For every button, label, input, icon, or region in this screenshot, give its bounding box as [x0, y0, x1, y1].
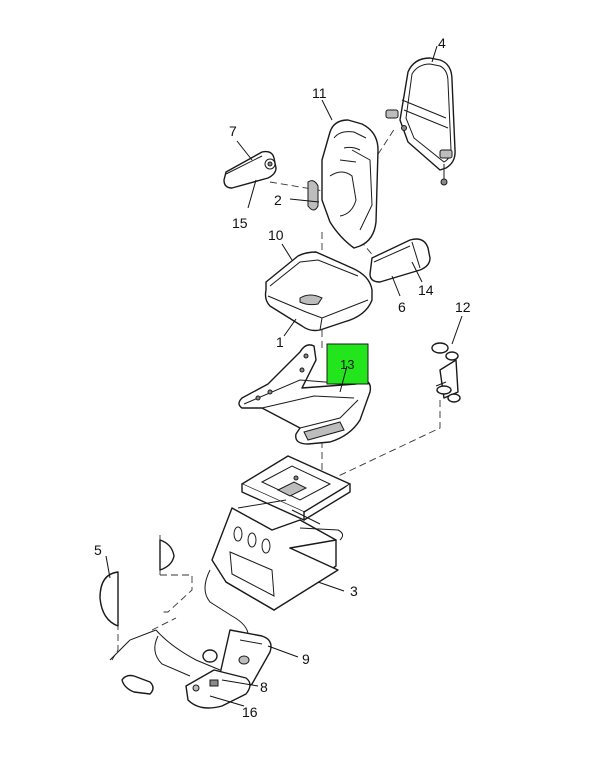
callout-6[interactable]: 6	[398, 299, 406, 315]
part-4-back-frame[interactable]	[385, 57, 456, 186]
part-7-left-armrest[interactable]	[223, 150, 277, 189]
part-11-seat-back[interactable]	[307, 119, 379, 249]
part-8-control-module[interactable]	[185, 669, 251, 709]
callout-14[interactable]: 14	[418, 282, 434, 298]
part-5-cover[interactable]	[99, 539, 175, 627]
callout-13-box[interactable]	[326, 343, 369, 385]
callout-8[interactable]: 8	[260, 679, 268, 695]
callout-7[interactable]: 7	[229, 123, 237, 139]
leader-lines	[105, 45, 463, 707]
callout-4[interactable]: 4	[438, 35, 446, 51]
callout-11[interactable]: 11	[312, 85, 327, 101]
part-12-shock-absorber[interactable]	[431, 342, 461, 403]
callout-12[interactable]: 12	[455, 299, 471, 315]
part-13-seat-pan-frame[interactable]	[238, 344, 372, 445]
callout-9[interactable]: 9	[302, 651, 310, 667]
part-6-right-armrest[interactable]	[369, 238, 431, 283]
seat-slide-plate	[241, 455, 351, 521]
callout-10[interactable]: 10	[268, 227, 284, 243]
part-3-suspension-base[interactable]	[211, 499, 344, 611]
callout-3[interactable]: 3	[350, 583, 358, 599]
callout-13-label: 13	[340, 357, 354, 372]
callout-5[interactable]: 5	[94, 542, 102, 558]
part-10-seat-cushion[interactable]	[264, 251, 373, 332]
callout-1[interactable]: 1	[276, 334, 284, 350]
callout-2[interactable]: 2	[274, 192, 282, 208]
callout-labels: 1 2 3 4 5 6 7 8 9 10 11 12 14 15 16	[94, 35, 471, 720]
callout-16[interactable]: 16	[242, 704, 258, 720]
callout-13-highlight[interactable]: 13	[326, 343, 369, 393]
callout-15[interactable]: 15	[232, 215, 248, 231]
wire-harness	[109, 569, 249, 695]
